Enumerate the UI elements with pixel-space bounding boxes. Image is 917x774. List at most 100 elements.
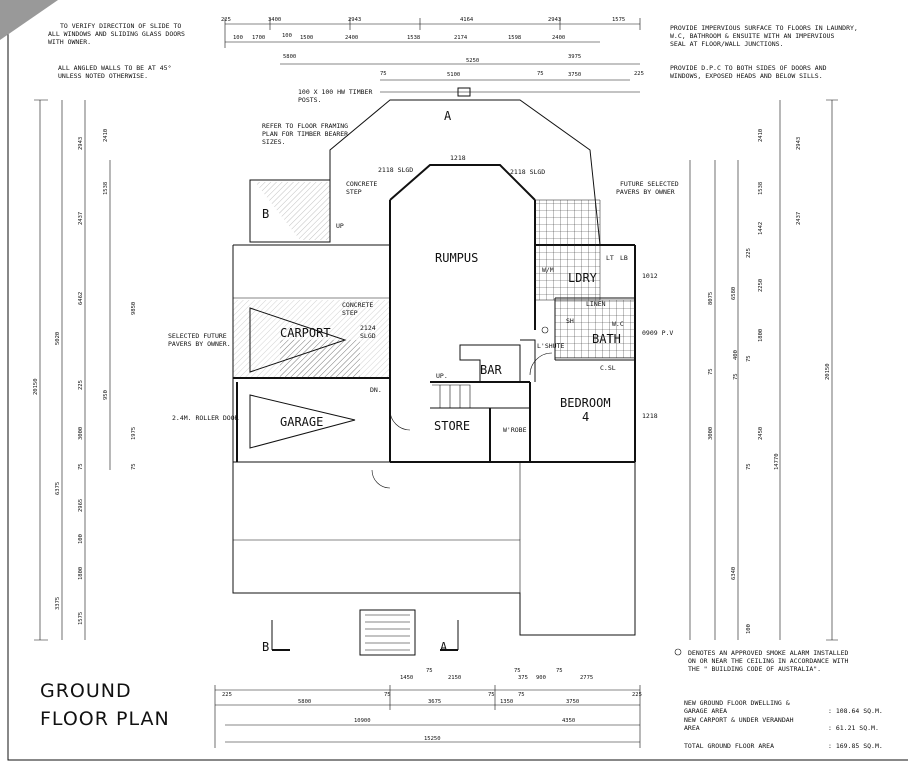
note-impervious-line2: W.C, BATHROOM & ENSUITE WITH AN IMPERVIO… <box>670 32 834 40</box>
room-store: STORE <box>434 419 470 433</box>
notes-plan: 100 X 100 HW TIMBER POSTS. REFER TO FLOO… <box>168 88 679 422</box>
room-carport: CARPORT <box>280 326 331 340</box>
room-garage: GARAGE <box>280 415 323 429</box>
dim-text: 100 <box>233 35 243 41</box>
section-mark-a-top: A <box>444 109 452 123</box>
notes-top-left: TO VERIFY DIRECTION OF SLIDE TO ALL WIND… <box>48 22 185 80</box>
label-wc: W.C <box>612 320 624 328</box>
dim-text: 5800 <box>283 54 296 60</box>
dim-text: 75 <box>537 71 544 77</box>
dim-text: 6375 <box>55 482 61 495</box>
dim-text: 1700 <box>252 35 265 41</box>
left-dimensions: 20150 5020 6375 3375 2943 2437 6462 225 … <box>33 129 137 625</box>
page-curl <box>0 0 58 40</box>
note-framing-line1: REFER TO FLOOR FRAMING <box>262 122 348 130</box>
dim-text: 4164 <box>460 17 474 23</box>
sheet-border <box>7 22 908 761</box>
label-pv: 0909 P.V <box>642 329 673 337</box>
dim-text: 20150 <box>33 378 39 395</box>
dim-text: 75 <box>733 373 739 380</box>
dim-text: 75 <box>556 668 563 674</box>
dim-text: 1538 <box>103 182 109 195</box>
section-mark-a-bottom: A <box>440 640 448 654</box>
label-window-1218a: 1218 <box>450 154 466 162</box>
dim-text: 9850 <box>131 302 137 315</box>
bath-tiles <box>554 299 636 359</box>
area-row1-label-line1: NEW GROUND FLOOR DWELLING & <box>684 699 790 707</box>
note-roller-door: 2.4M. ROLLER DOOR <box>172 414 239 422</box>
top-dimensions: 225 3400 2943 4164 2943 1575 100 1700 10… <box>221 17 644 78</box>
note-posts-line2: POSTS. <box>298 96 321 104</box>
dim-text: 1800 <box>758 329 764 342</box>
dim-text: 225 <box>746 248 752 258</box>
dim-text: 75 <box>488 692 495 698</box>
room-labels: RUMPUS CARPORT GARAGE BAR STORE BEDROOM … <box>280 154 673 434</box>
label-lt: LT <box>606 254 614 262</box>
label-linen: LINEN <box>586 300 606 308</box>
area-row2-value: : 61.21 SQ.M. <box>828 724 879 732</box>
dim-text: 2150 <box>448 675 461 681</box>
note-selected-pavers-line2: PAVERS BY OWNER. <box>168 340 231 348</box>
label-csl: C.SL <box>600 364 616 372</box>
dim-text: 1442 <box>758 222 764 235</box>
dim-text: 3750 <box>568 72 581 78</box>
area-row2-label-line2: AREA <box>684 724 700 732</box>
dim-text: 75 <box>384 692 391 698</box>
label-window-1218b: 1218 <box>642 412 658 420</box>
store-stair <box>432 384 471 408</box>
dim-text: 900 <box>536 675 546 681</box>
dim-text: 6462 <box>78 292 84 305</box>
note-selected-pavers-line1: SELECTED FUTURE <box>168 332 227 340</box>
dim-text: 1450 <box>400 675 413 681</box>
area-row3-label: TOTAL GROUND FLOOR AREA <box>684 742 774 750</box>
dim-text: 2943 <box>548 17 561 23</box>
note-concrete-step-1-line1: CONCRETE <box>346 180 377 188</box>
dim-text: 3000 <box>78 427 84 440</box>
dim-text: 4350 <box>562 718 575 724</box>
note-smoke-line2: ON OR NEAR THE CEILING IN ACCORDANCE WIT… <box>688 657 849 665</box>
dim-text: 2943 <box>78 137 84 150</box>
label-window-1012: 1012 <box>642 272 658 280</box>
dim-text: 1975 <box>131 427 137 440</box>
dim-text: 225 <box>78 380 84 390</box>
dim-text: 100 <box>78 534 84 544</box>
label-slgd-3-line1: 2124 <box>360 324 376 332</box>
note-framing-line3: SIZES. <box>262 138 285 146</box>
dim-text: 2410 <box>758 129 764 142</box>
label-sh: SH <box>566 317 574 325</box>
plan-title-line2: FLOOR PLAN <box>40 708 170 730</box>
dim-text: 2400 <box>345 35 358 41</box>
dim-text: 75 <box>518 692 525 698</box>
dim-text: 1538 <box>758 182 764 195</box>
dim-text: 1575 <box>612 17 625 23</box>
dim-text: 2965 <box>78 499 84 512</box>
dim-text: 2943 <box>348 17 361 23</box>
dim-text: 75 <box>131 463 137 470</box>
bar-counter <box>459 344 521 383</box>
dim-text: 100 <box>746 624 752 634</box>
label-slgd-2: 2118 SLGD <box>510 168 545 176</box>
dim-text: 3000 <box>708 427 714 440</box>
dim-text: 75 <box>426 668 433 674</box>
note-pavers-line1: FUTURE SELECTED <box>620 180 679 188</box>
dim-text: 1500 <box>300 35 313 41</box>
dim-text: 225 <box>634 71 644 77</box>
note-dpc-line1: PROVIDE D.P.C TO BOTH SIDES OF DOORS AND <box>670 64 827 72</box>
room-bar: BAR <box>480 363 502 377</box>
dim-text: 5100 <box>447 72 460 78</box>
dim-text: 2174 <box>454 35 468 41</box>
area-row1-value: : 108.64 SQ.M. <box>828 707 883 715</box>
note-smoke-line3: THE " BUILDING CODE OF AUSTRALIA". <box>688 665 821 673</box>
dim-text: 225 <box>221 17 231 23</box>
label-slgd-1: 2118 SLGD <box>378 166 413 174</box>
smoke-alarm-icon <box>541 326 549 334</box>
dim-text: 5020 <box>55 332 61 345</box>
label-up-store: UP. <box>436 372 448 380</box>
bottom-dimensions: 1450 2150 75 75 375 900 75 2775 225 5800… <box>222 668 642 742</box>
dim-text: 2250 <box>758 279 764 292</box>
dim-text: 75 <box>78 463 84 470</box>
dim-text: 375 <box>518 675 528 681</box>
dim-text: 2450 <box>758 427 764 440</box>
note-posts-line1: 100 X 100 HW TIMBER <box>298 88 372 96</box>
